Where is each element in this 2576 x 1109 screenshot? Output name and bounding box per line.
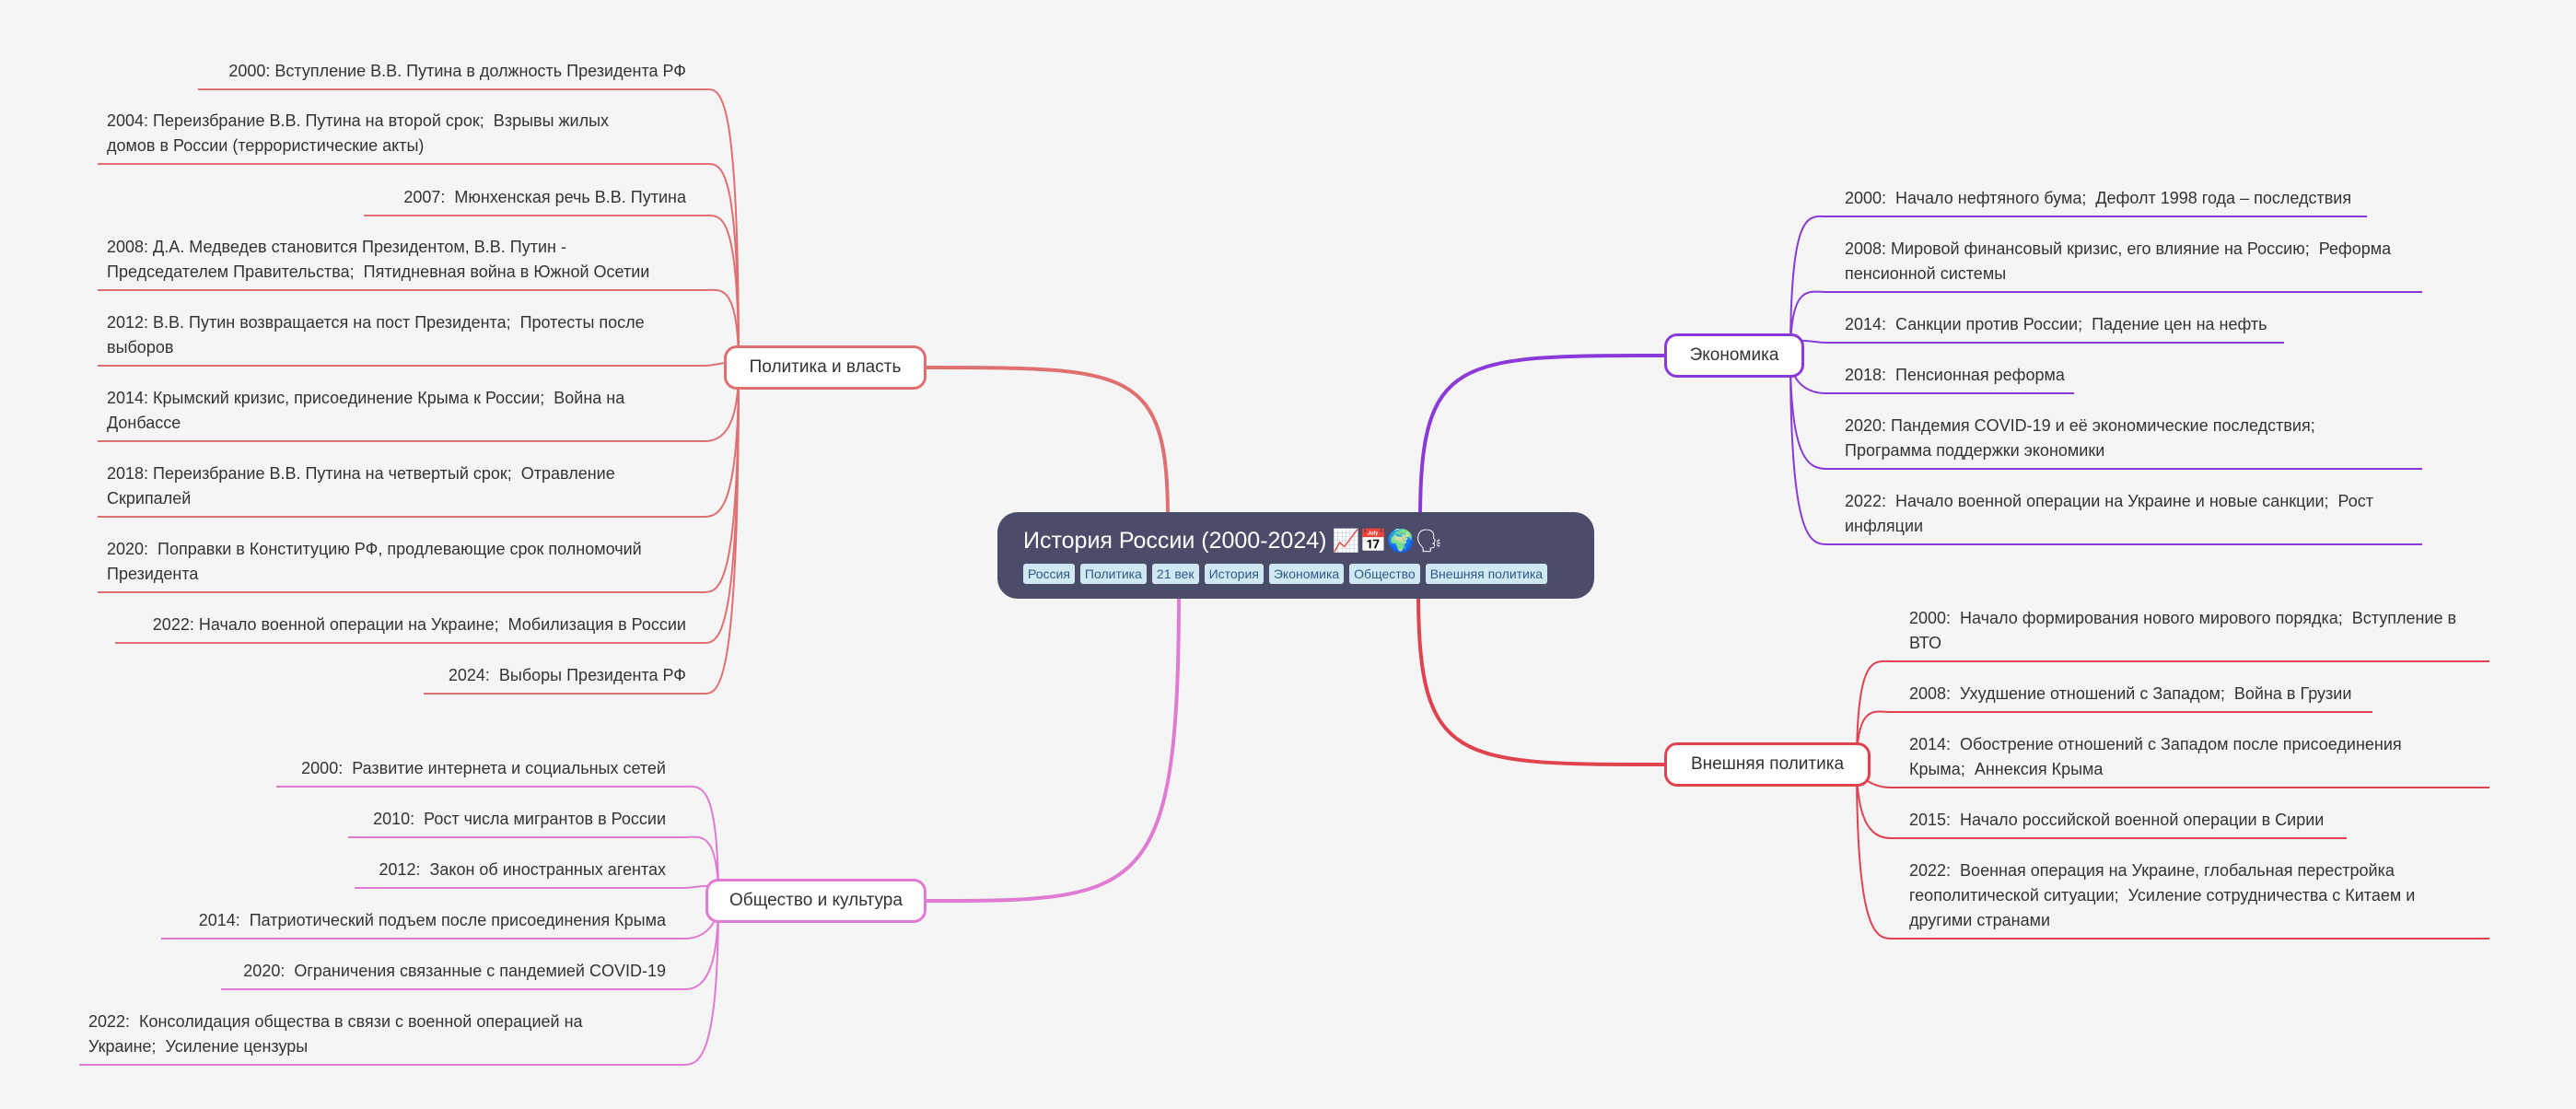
leaf-connector — [1856, 660, 2489, 765]
root-title-text: История России (2000-2024) — [1023, 528, 1327, 554]
leaf-connector — [276, 785, 719, 902]
leaf-topic-politics[interactable]: 2014: Крымский кризис, присоединение Кры… — [107, 389, 625, 432]
tag[interactable]: Россия — [1023, 564, 1075, 584]
leaf-connector — [1789, 339, 2284, 356]
leaf-topic-society[interactable]: 2012: Закон об иностранных агентах — [379, 860, 666, 879]
leaf-connector — [424, 367, 740, 695]
leaf-topic-economy[interactable]: 2014: Санкции против России; Падение цен… — [1845, 315, 2267, 333]
leaf-topic-society[interactable]: 2000: Развитие интернета и социальных се… — [301, 759, 666, 777]
tag[interactable]: История — [1204, 564, 1264, 584]
connector-economy — [1418, 354, 1665, 520]
branch-topic-politics[interactable]: Политика и власть — [724, 345, 927, 390]
leaf-topic-politics[interactable]: 2008: Д.А. Медведев становится Президент… — [107, 238, 650, 281]
root-tags: Россия Политика 21 век История Экономика… — [1023, 564, 1568, 584]
leaf-topic-society[interactable]: 2020: Ограничения связанные с пандемией … — [243, 962, 666, 980]
leaf-topic-economy[interactable]: 2022: Начало военной операции на Украине… — [1845, 492, 2374, 535]
leaf-topic-politics[interactable]: 2022: Начало военной операции на Украине… — [152, 615, 686, 634]
leaf-connector — [348, 835, 719, 902]
leaf-connector — [1789, 290, 2422, 356]
tag[interactable]: Общество — [1349, 564, 1420, 584]
leaf-topic-foreign[interactable]: 2008: Ухудшение отношений с Западом; Вой… — [1909, 684, 2352, 703]
leaf-topic-foreign[interactable]: 2000: Начало формирования нового мировог… — [1909, 609, 2457, 652]
leaf-connector — [1856, 764, 2489, 940]
leaf-topic-politics[interactable]: 2012: В.В. Путин возвращается на пост Пр… — [107, 313, 645, 356]
leaf-connector — [79, 900, 719, 1066]
root-topic[interactable]: История России (2000-2024)📈📅🌍🗣 Россия По… — [997, 512, 1594, 599]
leaf-topic-economy[interactable]: 2008: Мировой финансовый кризис, его вли… — [1845, 239, 2392, 283]
leaf-topic-politics[interactable]: 2004: Переизбрание В.В. Путина на второй… — [107, 111, 610, 155]
connector-society — [926, 590, 1181, 903]
leaf-topic-society[interactable]: 2022: Консолидация общества в связи с во… — [88, 1012, 583, 1056]
root-title: История России (2000-2024)📈📅🌍🗣 — [1023, 525, 1568, 556]
leaf-topic-politics[interactable]: 2020: Поправки в Конституцию РФ, продлев… — [107, 540, 642, 583]
connector-foreign — [1416, 590, 1665, 766]
leaf-topic-politics[interactable]: 2018: Переизбрание В.В. Путина на четвер… — [107, 464, 615, 508]
leaf-topic-foreign[interactable]: 2022: Военная операция на Украине, глоба… — [1909, 861, 2416, 929]
branch-topic-society[interactable]: Общество и культура — [705, 879, 927, 923]
leaf-topic-politics[interactable]: 2024: Выборы Президента РФ — [448, 666, 686, 684]
leaf-topic-politics[interactable]: 2007: Мюнхенская речь В.В. Путина — [403, 188, 686, 206]
branch-topic-economy[interactable]: Экономика — [1664, 333, 1804, 378]
leaf-connector — [364, 214, 740, 368]
leaf-connector — [98, 361, 740, 368]
tag[interactable]: Политика — [1079, 564, 1147, 584]
root-emoji-icons: 📈📅🌍🗣 — [1332, 528, 1443, 554]
leaf-topic-society[interactable]: 2010: Рост числа мигрантов в России — [373, 810, 666, 828]
leaf-connector — [355, 885, 719, 902]
leaf-topic-society[interactable]: 2014: Патриотический подъем после присое… — [198, 911, 666, 929]
leaf-topic-foreign[interactable]: 2014: Обострение отношений с Западом пос… — [1909, 735, 2402, 778]
leaf-connector — [1789, 355, 2422, 545]
leaf-connector — [198, 88, 740, 368]
connector-politics — [926, 366, 1170, 520]
leaf-topic-foreign[interactable]: 2015: Начало российской военной операции… — [1909, 811, 2325, 829]
leaf-topic-economy[interactable]: 2000: Начало нефтяного бума; Дефолт 1998… — [1845, 189, 2352, 207]
leaf-topic-economy[interactable]: 2018: Пенсионная реформа — [1845, 366, 2065, 384]
tag[interactable]: Внешняя политика — [1425, 564, 1548, 584]
leaf-connector — [1789, 215, 2367, 356]
tag[interactable]: 21 век — [1151, 564, 1199, 584]
leaf-topic-politics[interactable]: 2000: Вступление В.В. Путина в должность… — [228, 62, 686, 80]
branch-topic-foreign[interactable]: Внешняя политика — [1664, 742, 1871, 787]
leaf-connector — [98, 288, 740, 368]
leaf-topic-economy[interactable]: 2020: Пандемия COVID-19 и её экономическ… — [1845, 416, 2315, 460]
tag[interactable]: Экономика — [1268, 564, 1345, 584]
